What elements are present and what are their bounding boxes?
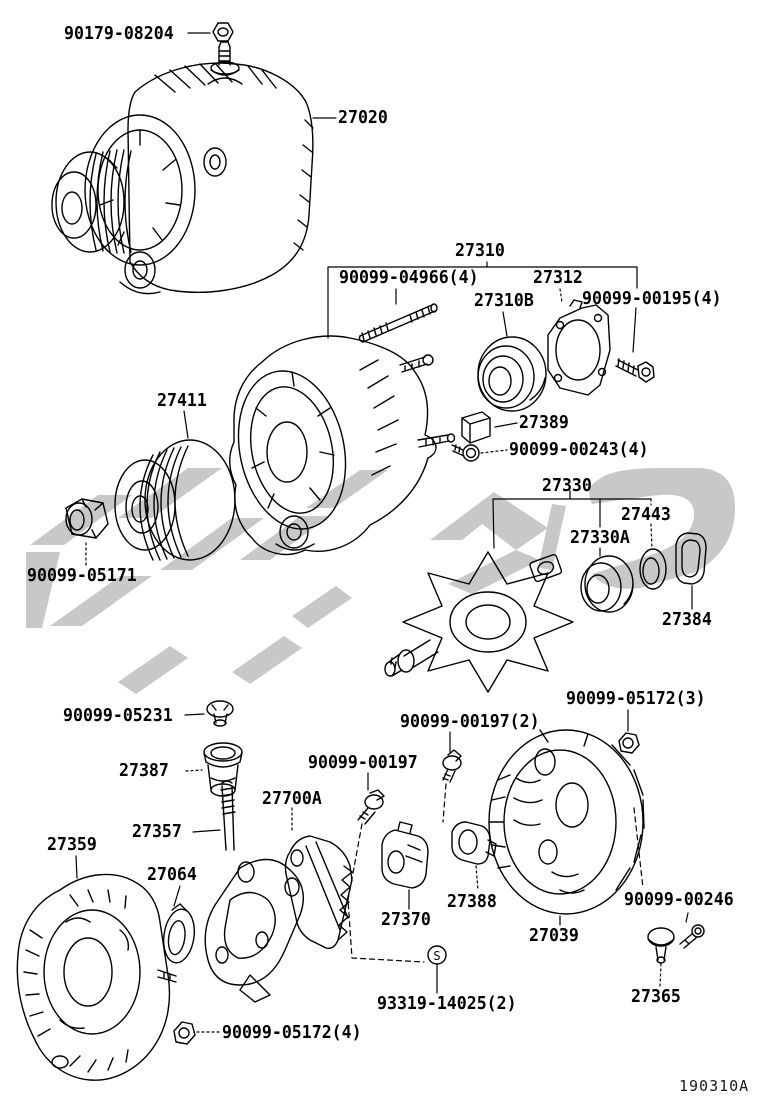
front-bearing-drawing — [477, 336, 547, 412]
part-label-27700A: 27700A — [262, 788, 322, 809]
regulator-drawing — [381, 821, 429, 889]
seal-ring-drawing — [639, 548, 667, 590]
part-label-27411: 27411 — [157, 390, 207, 411]
bolt-00197-drawing — [357, 789, 385, 825]
part-label-27359: 27359 — [47, 834, 97, 855]
part-label-27357: 27357 — [132, 821, 182, 842]
part-label-93319-14025: 93319-14025(2) — [377, 993, 517, 1014]
part-label-90099-00243: 90099-00243(4) — [509, 439, 649, 460]
screw-marker: S — [427, 945, 447, 965]
part-label-27384: 27384 — [662, 609, 712, 630]
rear-end-frame-drawing — [488, 729, 645, 915]
rectifier-drawing — [284, 835, 353, 950]
figure-code: 190310A — [679, 1077, 750, 1095]
stud-bolt-drawing — [358, 303, 438, 343]
bolt-00243-drawing — [451, 444, 480, 462]
screw-marker-letter: S — [433, 949, 440, 963]
rear-bearing-drawing — [580, 555, 634, 613]
insulator-27388-drawing — [451, 821, 497, 865]
retainer-plate-drawing — [547, 299, 611, 396]
nut-05172-3-drawing — [618, 732, 640, 754]
part-label-90099-00197: 90099-00197 — [308, 752, 418, 773]
bolt-00246-drawing — [679, 924, 705, 949]
leader-lines — [75, 32, 693, 1033]
rubber-cover-drawing — [675, 532, 707, 585]
part-label-27312: 27312 — [533, 267, 583, 288]
push-nut-drawing — [206, 700, 234, 727]
part-label-27387: 27387 — [119, 760, 169, 781]
part-label-27064: 27064 — [147, 864, 197, 885]
part-label-27443: 27443 — [621, 504, 671, 525]
part-label-27330: 27330 — [542, 475, 592, 496]
insulator-27387-drawing — [203, 742, 243, 797]
part-label-90099-05231: 90099-05231 — [63, 705, 173, 726]
part-label-27388: 27388 — [447, 891, 497, 912]
watermark-logo — [26, 468, 736, 694]
pulley-drawing — [114, 439, 236, 561]
brush-holder-drawing — [204, 780, 304, 1003]
rotor-drawing — [384, 551, 574, 693]
part-label-27370: 27370 — [381, 909, 431, 930]
part-label-27310B: 27310B — [474, 290, 534, 311]
pulley-nut-drawing — [65, 498, 109, 539]
nut-05172-4-drawing — [173, 1021, 196, 1045]
part-label-90099-05171: 90099-05171 — [27, 565, 137, 586]
part-label-27365: 27365 — [631, 986, 681, 1007]
part-label-27310: 27310 — [455, 240, 505, 261]
drive-end-frame-drawing — [229, 335, 456, 556]
part-label-90099-05172-3: 90099-05172(3) — [566, 688, 706, 709]
bolt-00195-drawing — [615, 358, 655, 383]
front-frame-drawing — [16, 873, 177, 1081]
rivet-drawing — [647, 927, 675, 964]
terminal-nut-drawing — [212, 22, 234, 42]
part-label-90099-00246: 90099-00246 — [624, 889, 734, 910]
part-label-27020: 27020 — [338, 107, 388, 128]
washer-plate-drawing — [162, 903, 196, 964]
bolt-00197-2-drawing — [442, 749, 462, 783]
part-label-27389: 27389 — [519, 412, 569, 433]
part-label-90099-05172-4: 90099-05172(4) — [222, 1022, 362, 1043]
part-label-27039: 27039 — [529, 925, 579, 946]
part-label-90179-08204: 90179-08204 — [64, 23, 174, 44]
insulator-27389-drawing — [461, 411, 491, 444]
part-label-90099-04966: 90099-04966(4) — [339, 267, 479, 288]
alternator-assembly-drawing — [51, 41, 314, 295]
part-label-90099-00197-2: 90099-00197(2) — [400, 711, 540, 732]
part-label-90099-00195: 90099-00195(4) — [582, 288, 722, 309]
part-label-27330A: 27330A — [570, 527, 630, 548]
